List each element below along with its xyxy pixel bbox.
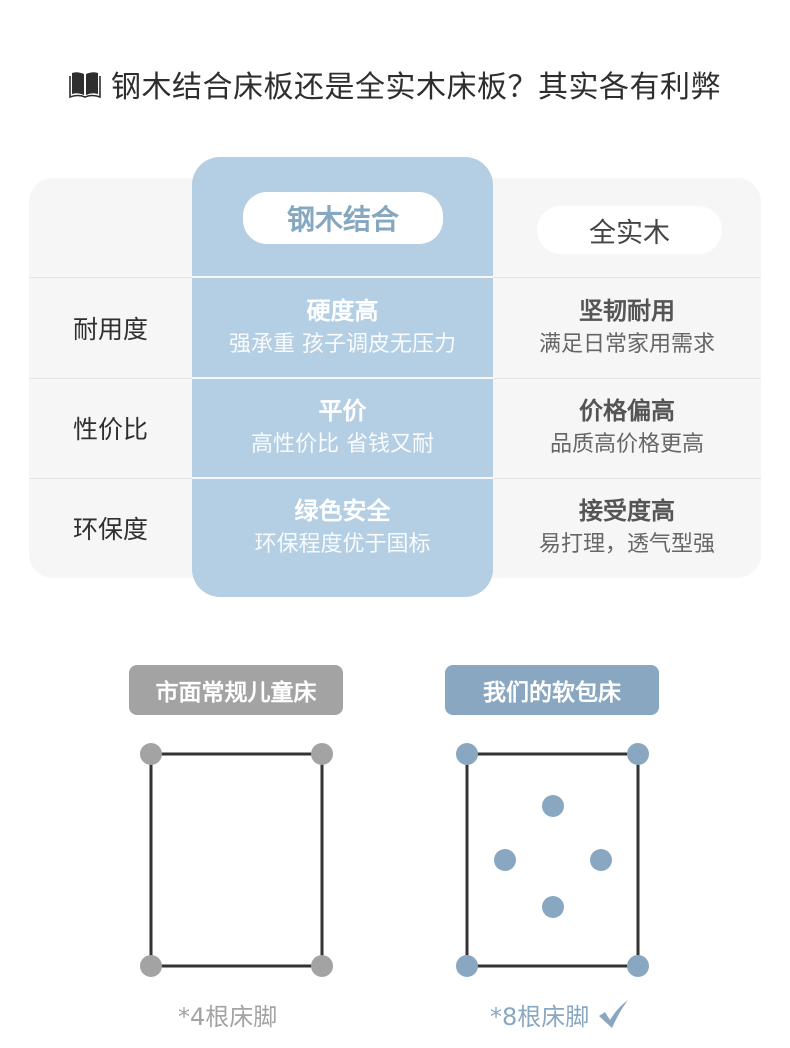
cell-main: 坚韧耐用 (579, 297, 675, 325)
cell-sub: 强承重 孩子调皮无压力 (229, 332, 456, 357)
table-cell: 接受度高 易打理，透气型强 (493, 478, 761, 578)
cell-main: 接受度高 (579, 497, 675, 525)
highlight-divider (192, 477, 493, 479)
bed-leg (590, 849, 612, 871)
cell-sub: 品质高价格更高 (549, 432, 704, 457)
cell-sub: 高性价比 省钱又耐 (251, 432, 434, 457)
title-text: 钢木结合床板还是全实木床板？其实各有利弊 (111, 70, 721, 105)
book-icon (69, 72, 101, 98)
cell-main: 硬度高 (306, 297, 379, 325)
row-label-eco: 环保度 (72, 515, 148, 544)
cell-main: 平价 (318, 397, 367, 425)
cell-main: 绿色安全 (294, 497, 391, 525)
highlight-divider (192, 276, 493, 278)
checkmark-icon (599, 1000, 629, 1028)
bed-frame-outline (149, 752, 324, 968)
table-cell: 绿色安全 环保程度优于国标 (192, 478, 493, 578)
regular-bed-tag: 市面常规儿童床 (129, 665, 343, 715)
cell-sub: 满足日常家用需求 (538, 332, 715, 357)
cell-main: 价格偏高 (579, 397, 675, 425)
column-header-solid-wood: 全实木 (537, 206, 722, 254)
bed-leg (627, 743, 649, 765)
regular-leg-caption: *4根床脚 (178, 996, 277, 1032)
table-cell: 硬度高 强承重 孩子调皮无压力 (192, 278, 493, 378)
bed-leg (456, 743, 478, 765)
table-cell: 坚韧耐用 满足日常家用需求 (493, 278, 761, 378)
table-cell: 平价 高性价比 省钱又耐 (192, 378, 493, 478)
cell-sub: 环保程度优于国标 (254, 532, 431, 557)
our-leg-caption: *8根床脚 (490, 996, 629, 1032)
bed-leg (311, 955, 333, 977)
bed-leg (140, 955, 162, 977)
highlight-divider (192, 377, 493, 379)
cell-sub: 易打理，透气型强 (538, 532, 715, 557)
bed-leg (542, 795, 564, 817)
bed-leg (542, 896, 564, 918)
bed-leg (311, 743, 333, 765)
our-bed-diagram (456, 743, 649, 977)
bed-frame-outline (465, 752, 640, 968)
regular-bed-diagram (140, 743, 333, 977)
bed-leg (456, 955, 478, 977)
bed-leg (627, 955, 649, 977)
column-header-steel-wood: 钢木结合 (243, 192, 443, 244)
caption-text: *8根床脚 (490, 1002, 590, 1031)
table-cell: 价格偏高 品质高价格更高 (493, 378, 761, 478)
caption-text: *4根床脚 (178, 1002, 278, 1031)
bed-leg (140, 743, 162, 765)
our-bed-tag: 我们的软包床 (445, 665, 659, 715)
page-title: 钢木结合床板还是全实木床板？其实各有利弊 (0, 62, 790, 106)
bed-leg (494, 849, 516, 871)
row-label-value: 性价比 (72, 415, 148, 444)
row-label-durability: 耐用度 (72, 315, 148, 344)
